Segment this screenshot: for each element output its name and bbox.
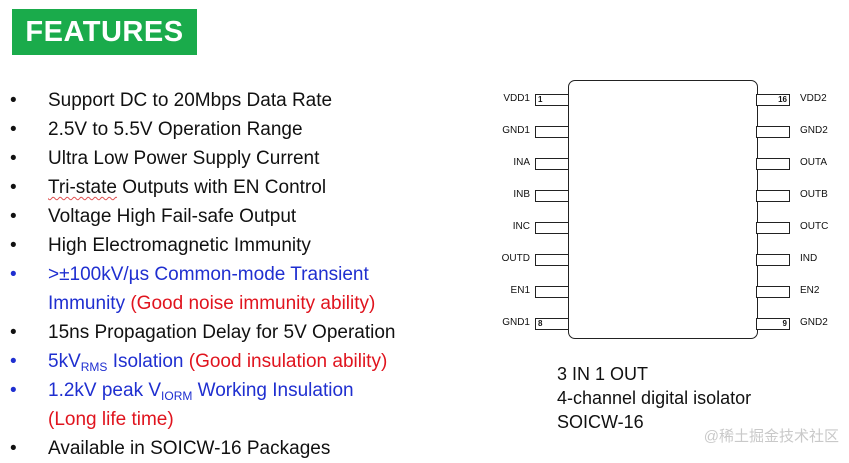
feature-text-part: 1.2kV peak V xyxy=(48,380,162,401)
feature-text-part: Isolation xyxy=(107,351,184,372)
pin-label: OUTA xyxy=(800,157,828,168)
pin-number: 9 xyxy=(782,319,787,328)
bullet-icon: • xyxy=(10,438,17,459)
feature-text: Support DC to 20Mbps Data Rate xyxy=(48,86,332,115)
pin-label: IND xyxy=(800,253,818,264)
feature-text-part: 15ns Propagation Delay for 5V Operation xyxy=(48,322,396,343)
feature-text-part: Tri-state xyxy=(48,177,117,198)
chip-pin-left xyxy=(535,126,569,138)
chip-pin-right xyxy=(756,190,790,202)
bullet-icon: • xyxy=(10,177,17,198)
chip-pin-right xyxy=(756,286,790,298)
feature-text-part: Working Insulation xyxy=(192,380,354,401)
feature-text-part: >±100kV/µs Common-mode Transient xyxy=(48,264,369,285)
bullet-icon: • xyxy=(10,235,17,256)
pin-number: 8 xyxy=(538,319,543,328)
feature-text-part: IORM xyxy=(161,389,193,403)
pin-label: EN2 xyxy=(800,285,820,296)
chip-pin-right: 16 xyxy=(756,94,790,106)
chip-pin-right xyxy=(756,158,790,170)
pin-label: OUTB xyxy=(800,189,828,200)
bullet-icon: • xyxy=(10,264,17,285)
chip-pin-left: 1 xyxy=(535,94,569,106)
feature-text-part: Support DC to 20Mbps Data Rate xyxy=(48,90,333,111)
feature-text-part: Outputs with EN Control xyxy=(116,177,327,198)
chip-pin-left xyxy=(535,158,569,170)
feature-text: Voltage High Fail-safe Output xyxy=(48,202,296,231)
bullet-icon: • xyxy=(10,119,17,140)
chip-pin-left xyxy=(535,254,569,266)
pin-label: VDD1 xyxy=(503,93,530,104)
pin-label: GND1 xyxy=(502,317,530,328)
bullet-icon: • xyxy=(10,380,17,401)
feature-text: Ultra Low Power Supply Current xyxy=(48,144,319,173)
feature-text-part: Available in SOICW-16 Packages xyxy=(48,438,331,459)
feature-text: Available in SOICW-16 Packages xyxy=(48,434,330,463)
pin-number: 16 xyxy=(778,95,787,104)
pin-label: GND2 xyxy=(800,317,828,328)
feature-text-part: Ultra Low Power Supply Current xyxy=(48,148,320,169)
pin-label: OUTC xyxy=(800,221,829,232)
pin-label: INB xyxy=(513,189,530,200)
chip-pin-left: 8 xyxy=(535,318,569,330)
pin-number: 1 xyxy=(538,95,543,104)
chip-pin-right: 9 xyxy=(756,318,790,330)
feature-text-part: 5kV xyxy=(48,351,81,372)
feature-text: 2.5V to 5.5V Operation Range xyxy=(48,115,303,144)
feature-text: 5kVRMS Isolation (Good insulation abilit… xyxy=(48,347,387,382)
chip-caption-line-1: 3 IN 1 OUT xyxy=(557,364,649,384)
feature-text-part: RMS xyxy=(80,360,108,374)
bullet-icon: • xyxy=(10,148,17,169)
chip-pin-left xyxy=(535,190,569,202)
feature-text-part: (Long life time) xyxy=(48,409,174,430)
feature-text: Immunity (Good noise immunity ability) xyxy=(48,289,375,318)
feature-text-part: (Good insulation ability) xyxy=(183,351,388,372)
feature-text-part: (Good noise immunity ability) xyxy=(125,293,376,314)
bullet-icon: • xyxy=(10,322,17,343)
feature-text-part: Immunity xyxy=(48,293,126,314)
chip-caption-line-2: 4-channel digital isolator xyxy=(557,388,752,408)
pin-label: GND2 xyxy=(800,125,828,136)
chip-caption-line-3: SOICW-16 xyxy=(557,412,644,432)
pin-label: OUTD xyxy=(501,253,530,264)
pin-label: INC xyxy=(512,221,530,232)
chip-pin-left xyxy=(535,286,569,298)
bullet-icon: • xyxy=(10,351,17,372)
feature-text-part: Voltage High Fail-safe Output xyxy=(48,206,297,227)
feature-text-part: High Electromagnetic Immunity xyxy=(48,235,311,256)
pin-label: EN1 xyxy=(510,285,530,296)
feature-text: High Electromagnetic Immunity xyxy=(48,231,311,260)
pin-label: INA xyxy=(513,157,530,168)
watermark: @稀土掘金技术社区 xyxy=(703,428,839,445)
pin-label: VDD2 xyxy=(800,93,827,104)
feature-text: Tri-state Outputs with EN Control xyxy=(48,173,326,202)
chip-pin-right xyxy=(756,126,790,138)
chip-caption: 3 IN 1 OUT 4-channel digital isolator SO… xyxy=(557,362,751,434)
bullet-icon: • xyxy=(10,90,17,111)
feature-text: 15ns Propagation Delay for 5V Operation xyxy=(48,318,396,347)
bullet-icon: • xyxy=(10,206,17,227)
chip-pin-right xyxy=(756,222,790,234)
feature-text-part: 2.5V to 5.5V Operation Range xyxy=(48,119,303,140)
chip-pin-right xyxy=(756,254,790,266)
feature-text: 1.2kV peak VIORM Working Insulation xyxy=(48,376,354,411)
feature-text: (Long life time) xyxy=(48,405,174,434)
feature-text: >±100kV/µs Common-mode Transient xyxy=(48,260,369,289)
chip-package-body xyxy=(568,80,758,339)
pin-label: GND1 xyxy=(502,125,530,136)
features-heading: FEATURES xyxy=(12,9,197,55)
chip-pin-left xyxy=(535,222,569,234)
